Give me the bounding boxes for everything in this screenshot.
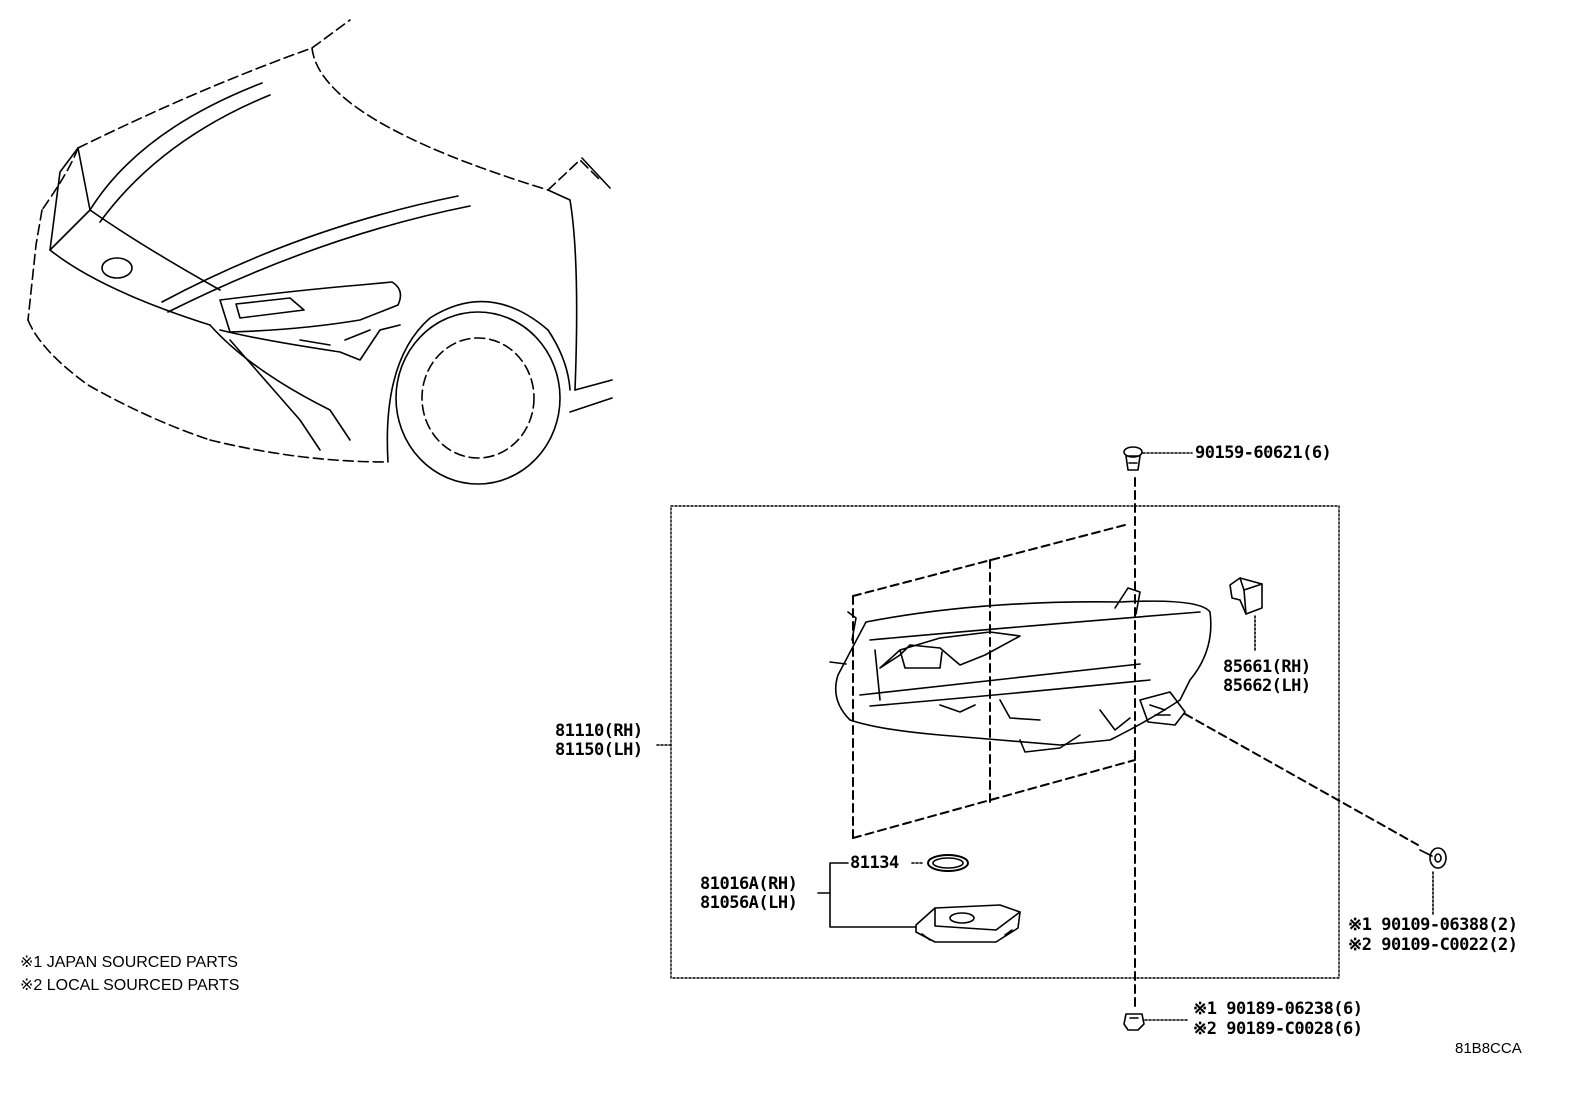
part-label-nut-2: ※2 90189-C0028(6): [1193, 1019, 1363, 1039]
part-label-clip-1: ※1 90109-06388(2): [1348, 915, 1518, 935]
part-label-unit-lh: 85662(LH): [1223, 676, 1311, 696]
gasket-icon: [927, 854, 969, 872]
part-label-nut-1: ※1 90189-06238(6): [1193, 999, 1363, 1019]
part-label-headlamp-rh: 81110(RH): [555, 721, 643, 741]
part-label-gasket: 81134: [850, 853, 899, 873]
part-label-computer-rh: 81016A(RH): [700, 874, 798, 894]
part-label-screw-top: 90159-60621(6): [1195, 443, 1332, 463]
headlamp-assembly-icon: [829, 524, 1212, 839]
headlamp-computer-icon: [915, 904, 1021, 943]
screw-top-icon: [1123, 446, 1143, 471]
part-label-computer-lh: 81056A(LH): [700, 893, 798, 913]
part-label-headlamp-lh: 81150(LH): [555, 740, 643, 760]
diagram-code: 81B8CCA: [1455, 1040, 1522, 1057]
headlamp-unit-icon: [1229, 577, 1263, 615]
note-japan-sourced: ※1 JAPAN SOURCED PARTS: [20, 954, 238, 971]
nut-bottom-icon: [1123, 1013, 1145, 1031]
part-label-clip-2: ※2 90109-C0022(2): [1348, 935, 1518, 955]
note-local-sourced: ※2 LOCAL SOURCED PARTS: [20, 977, 240, 994]
vehicle-front-illustration: [27, 19, 613, 485]
assembly-frame: [670, 505, 1340, 979]
clip-icon: [1419, 847, 1447, 869]
part-label-unit-rh: 85661(RH): [1223, 657, 1311, 677]
